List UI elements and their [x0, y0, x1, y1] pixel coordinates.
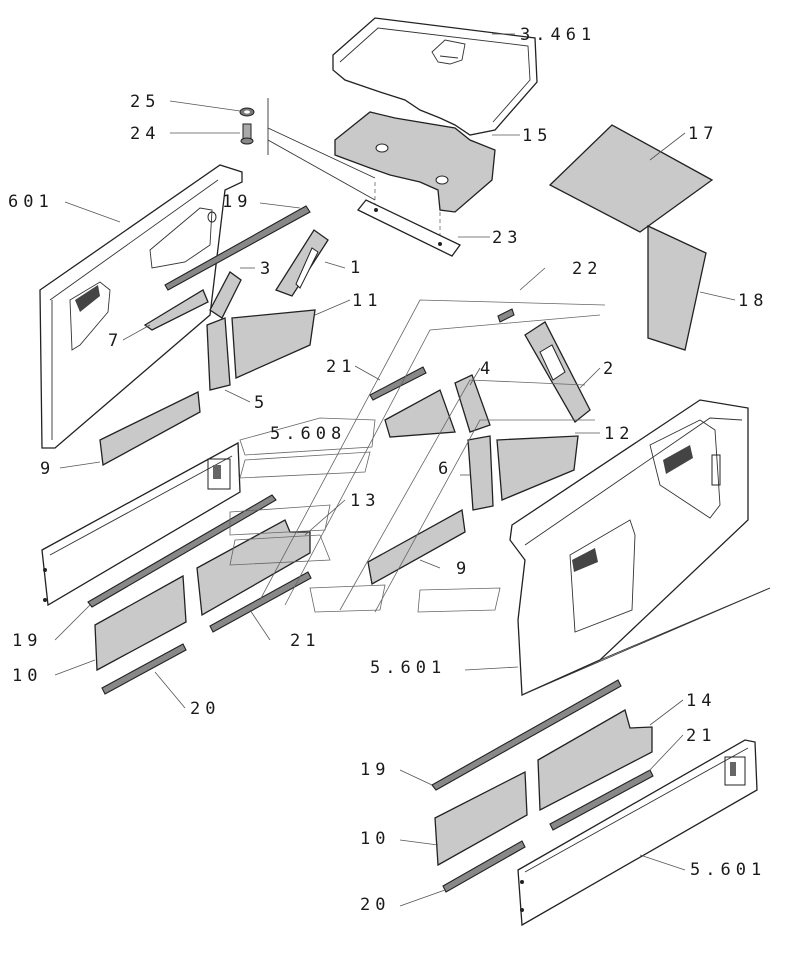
part-5601-right-door: [509, 399, 771, 696]
label-20-left: 20: [190, 699, 220, 719]
label-11: 11: [352, 291, 382, 311]
label-6: 6: [438, 459, 453, 479]
part-14-pad: [537, 709, 653, 812]
label-20-right: 20: [360, 895, 390, 915]
label-5601-mid: 5.601: [370, 658, 446, 678]
label-10-right: 10: [360, 829, 390, 849]
part-2-pad: [524, 321, 591, 423]
label-18: 18: [738, 291, 768, 311]
label-10-left: 10: [12, 666, 42, 686]
part-5601-lower-panel: [517, 739, 758, 927]
label-21-right: 21: [686, 726, 716, 746]
part-12-pad: [496, 435, 579, 501]
vent-grille-right: [572, 548, 598, 572]
label-15: 15: [522, 126, 552, 146]
part-17-pad: [548, 124, 714, 233]
part-21-strip-mid: [369, 366, 427, 401]
vent-grille-left: [75, 285, 100, 312]
label-23: 23: [492, 228, 522, 248]
label-5601-right: 5.601: [690, 860, 766, 880]
part-10-pad-left: [94, 574, 187, 672]
part-3461-cover-plate: [332, 17, 538, 136]
part-21-strip-right: [549, 769, 654, 831]
left-lower-panel: [41, 441, 241, 607]
label-19-right: 19: [360, 760, 390, 780]
label-3: 3: [260, 259, 275, 279]
label-2: 2: [603, 359, 618, 379]
label-12: 12: [604, 424, 634, 444]
part-21-strip-left: [209, 571, 312, 633]
part-4-pad: [454, 374, 491, 433]
label-601-left: 601: [8, 192, 54, 212]
part-13-pad: [196, 519, 311, 617]
part-1-pad: [275, 229, 329, 297]
part-601-left-door: [39, 164, 243, 449]
label-22: 22: [572, 259, 602, 279]
part-15-gasket: [334, 111, 496, 213]
part-18-pad: [647, 224, 707, 351]
part-5-pad: [206, 317, 231, 391]
callout-labels: 3.461 25 24 15 17 601 19 23 3 1 22 18 11…: [8, 25, 768, 915]
label-14: 14: [686, 691, 716, 711]
part-23-bracket: [356, 199, 461, 257]
part-24-bolt: [240, 123, 254, 145]
label-19-left: 19: [12, 631, 42, 651]
leader-lines: [54, 33, 736, 907]
label-25: 25: [130, 92, 160, 112]
part-19-strip-left: [87, 494, 277, 608]
part-9-pad-left: [99, 391, 201, 467]
label-1: 1: [350, 258, 365, 278]
ghost-outlines: [229, 299, 606, 613]
label-5608: 5.608: [270, 424, 346, 444]
part-20-strip-left: [101, 643, 187, 695]
label-3461: 3.461: [520, 25, 596, 45]
part-11-pad: [231, 309, 316, 379]
label-4: 4: [480, 359, 495, 379]
label-9-left: 9: [40, 459, 55, 479]
label-9-mid: 9: [456, 559, 471, 579]
label-5: 5: [254, 393, 269, 413]
part-25-washer: [239, 107, 255, 117]
part-10-pad-right: [434, 770, 528, 867]
part-19-strip-right: [431, 679, 622, 791]
label-17: 17: [688, 124, 718, 144]
part-9-pad-mid: [367, 508, 466, 586]
part-6-pad: [467, 435, 494, 511]
part-19-strip-top: [164, 205, 311, 291]
part-3-pad: [209, 271, 242, 319]
label-19-top: 19: [222, 192, 252, 212]
part-22-clip: [497, 308, 515, 323]
vent-grille-upper: [663, 445, 693, 474]
part-center-wedge: [384, 389, 456, 438]
label-24: 24: [130, 124, 160, 144]
label-13: 13: [350, 491, 380, 511]
part-7-pad: [143, 289, 209, 331]
label-21-mid: 21: [326, 357, 356, 377]
label-7: 7: [108, 331, 123, 351]
label-21-left: 21: [290, 631, 320, 651]
